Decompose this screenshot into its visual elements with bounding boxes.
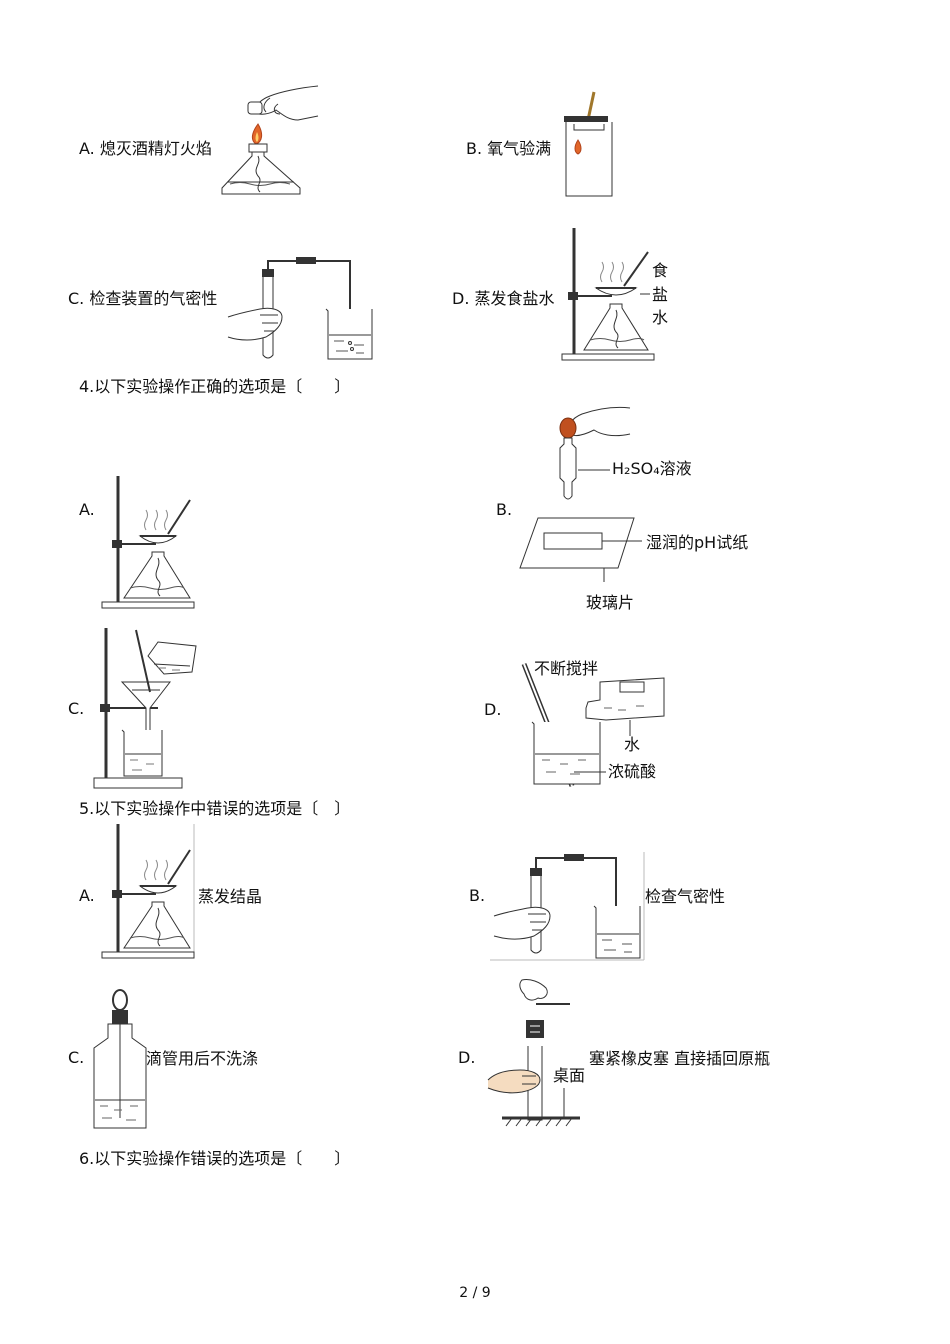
h2so4-label: H₂SO₄溶液: [612, 459, 692, 478]
q5-stopper-tube-figure: [486, 976, 586, 1128]
conc-acid-label: 浓硫酸: [608, 762, 657, 781]
q5-option-d-label: D.: [458, 1048, 476, 1067]
q5-dropper-bottle-figure: [92, 986, 148, 1132]
q5-a-caption: 蒸发结晶: [198, 887, 263, 906]
page-number: 2 / 9: [459, 1285, 491, 1301]
q4-filtration-figure: [92, 626, 200, 790]
salt-water-label-1: 食: [652, 261, 669, 280]
option-a-label: A. 熄灭酒精灯火焰: [79, 139, 212, 158]
q5-c-caption: 滴管用后不洗涤: [146, 1049, 259, 1068]
extinguish-alcohol-lamp-figure: [218, 84, 322, 199]
airtightness-check-figure: [226, 257, 374, 363]
salt-water-label-3: 水: [652, 308, 669, 327]
option-d-label: D. 蒸发食盐水: [452, 289, 555, 308]
q5-d-caption: 塞紧橡皮塞 直接插回原瓶: [589, 1049, 771, 1068]
q4-option-c-label: C.: [68, 699, 85, 718]
oxygen-full-test-figure: [564, 90, 620, 200]
q5-option-c-label: C.: [68, 1048, 85, 1067]
q5-airtightness-figure: [490, 850, 646, 962]
stir-label: 不断搅拌: [534, 659, 599, 678]
option-c-label: C. 检查装置的气密性: [68, 289, 218, 308]
q5-option-b-label: B.: [469, 886, 486, 905]
q4-dilute-acid-figure: [520, 660, 670, 790]
q4-option-b-label: B.: [496, 500, 513, 519]
question-4: 4.以下实验操作正确的选项是〔 〕: [79, 377, 351, 396]
glass-plate-label: 玻璃片: [586, 593, 635, 612]
q5-b-caption: 检查气密性: [645, 887, 726, 906]
desk-label: 桌面: [553, 1066, 586, 1085]
ph-paper-label: 湿润的pH试纸: [646, 533, 749, 552]
option-b-label: B. 氧气验满: [466, 139, 552, 158]
q4-evaporation-figure: [100, 474, 196, 610]
q4-option-a-label: A.: [79, 500, 95, 519]
water-label: 水: [624, 735, 641, 754]
q5-evaporation-figure: [100, 822, 196, 960]
question-5: 5.以下实验操作中错误的选项是〔 〕: [79, 799, 351, 818]
question-6: 6.以下实验操作错误的选项是〔 〕: [79, 1149, 351, 1168]
evaporate-salt-water-figure: [560, 226, 656, 362]
q4-ph-test-figure: [516, 404, 636, 574]
q4-option-d-label: D.: [484, 700, 502, 719]
salt-water-label-2: 盐: [652, 285, 669, 304]
q5-option-a-label: A.: [79, 886, 95, 905]
